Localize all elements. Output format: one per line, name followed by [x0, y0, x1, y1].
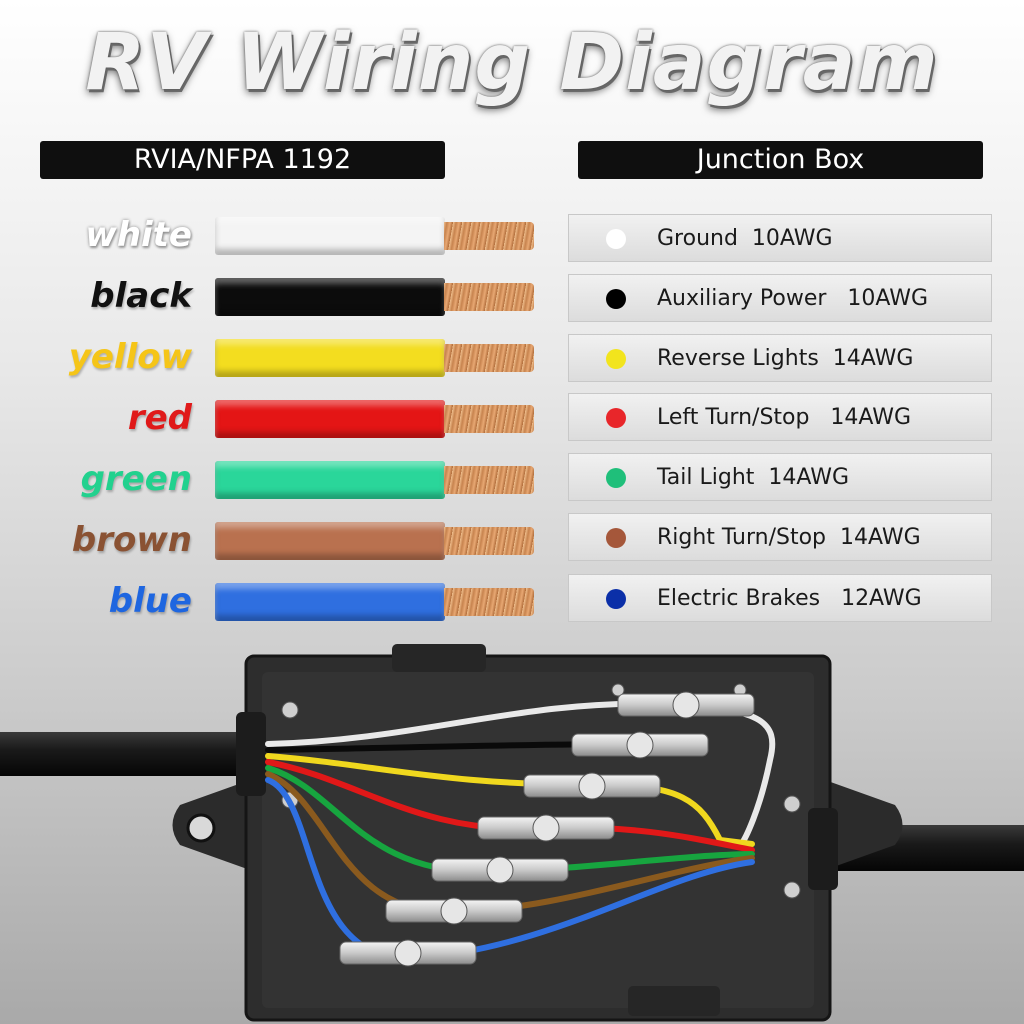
copper-strands [444, 222, 534, 250]
lid-clip-bottom [628, 986, 720, 1016]
terminal-strip [385, 897, 523, 925]
wire-label: white [85, 215, 192, 255]
function-text: Ground 10AWG [657, 226, 833, 251]
wire-label: green [80, 459, 192, 499]
junction-header: Junction Box [578, 141, 983, 179]
wire-row-blue: blue [0, 581, 560, 623]
wire-row-black: black [0, 276, 560, 318]
page-title: RV Wiring Diagram [85, 18, 939, 108]
wire-row-white: white [0, 215, 560, 257]
terminal-screw-icon [626, 731, 654, 759]
screw-icon [611, 683, 625, 697]
wire-label: black [90, 276, 192, 316]
function-text: Left Turn/Stop 14AWG [657, 405, 912, 430]
terminal-strip [617, 691, 755, 719]
function-row-reverse-lights: Reverse Lights 14AWG [568, 334, 992, 382]
grommet-right [808, 808, 838, 890]
function-text: Reverse Lights 14AWG [657, 346, 914, 371]
function-text: Auxiliary Power 10AWG [657, 286, 929, 311]
wire-label: red [127, 398, 192, 438]
terminal-screw-icon [532, 814, 560, 842]
wire-insulation [215, 400, 445, 438]
wire-label: yellow [68, 337, 192, 377]
function-text: Right Turn/Stop 14AWG [657, 525, 921, 550]
color-dot [606, 349, 626, 369]
function-row-electric-brakes: Electric Brakes 12AWG [568, 574, 992, 622]
standard-header: RVIA/NFPA 1192 [40, 141, 445, 179]
wire-insulation [215, 339, 445, 377]
color-dot [606, 589, 626, 609]
copper-strands [444, 405, 534, 433]
function-row-ground: Ground 10AWG [568, 214, 992, 262]
mounting-hole-icon [186, 813, 216, 843]
terminal-screw-icon [486, 856, 514, 884]
wire-insulation [215, 583, 445, 621]
terminal-strip [571, 731, 709, 759]
function-text: Tail Light 14AWG [657, 465, 850, 490]
terminal-screw-icon [394, 939, 422, 967]
terminal-strip [477, 814, 615, 842]
grommet-left [236, 712, 266, 796]
screw-icon [783, 881, 801, 899]
wire-row-brown: brown [0, 520, 560, 562]
function-row-left-turn-stop: Left Turn/Stop 14AWG [568, 393, 992, 441]
function-row-right-turn-stop: Right Turn/Stop 14AWG [568, 513, 992, 561]
screw-icon [783, 795, 801, 813]
copper-strands [444, 588, 534, 616]
color-dot [606, 528, 626, 548]
function-row-tail-light: Tail Light 14AWG [568, 453, 992, 501]
terminal-strips [339, 691, 755, 967]
wire-row-green: green [0, 459, 560, 501]
wire-insulation [215, 278, 445, 316]
wire-insulation [215, 217, 445, 255]
junction-box-illustration [0, 644, 1024, 1022]
wire-insulation [215, 461, 445, 499]
mounting-flange-right [825, 780, 903, 870]
terminal-strip [523, 772, 661, 800]
terminal-screw-icon [578, 772, 606, 800]
copper-strands [444, 344, 534, 372]
copper-strands [444, 466, 534, 494]
color-dot [606, 289, 626, 309]
color-dot [606, 408, 626, 428]
function-row-auxiliary-power: Auxiliary Power 10AWG [568, 274, 992, 322]
terminal-screw-icon [672, 691, 700, 719]
copper-strands [444, 527, 534, 555]
lid-clip-top [392, 644, 486, 672]
wire-insulation [215, 522, 445, 560]
terminal-strip [339, 939, 477, 967]
wire-label: brown [71, 520, 192, 560]
color-dot [606, 229, 626, 249]
color-dot [606, 468, 626, 488]
wire-label: blue [108, 581, 192, 621]
copper-strands [444, 283, 534, 311]
function-text: Electric Brakes 12AWG [657, 586, 922, 611]
mounting-screws [281, 683, 801, 899]
wire-row-red: red [0, 398, 560, 440]
terminal-strip [431, 856, 569, 884]
terminal-screw-icon [440, 897, 468, 925]
wire-row-yellow: yellow [0, 337, 560, 379]
screw-icon [281, 701, 299, 719]
input-cable [0, 732, 260, 776]
